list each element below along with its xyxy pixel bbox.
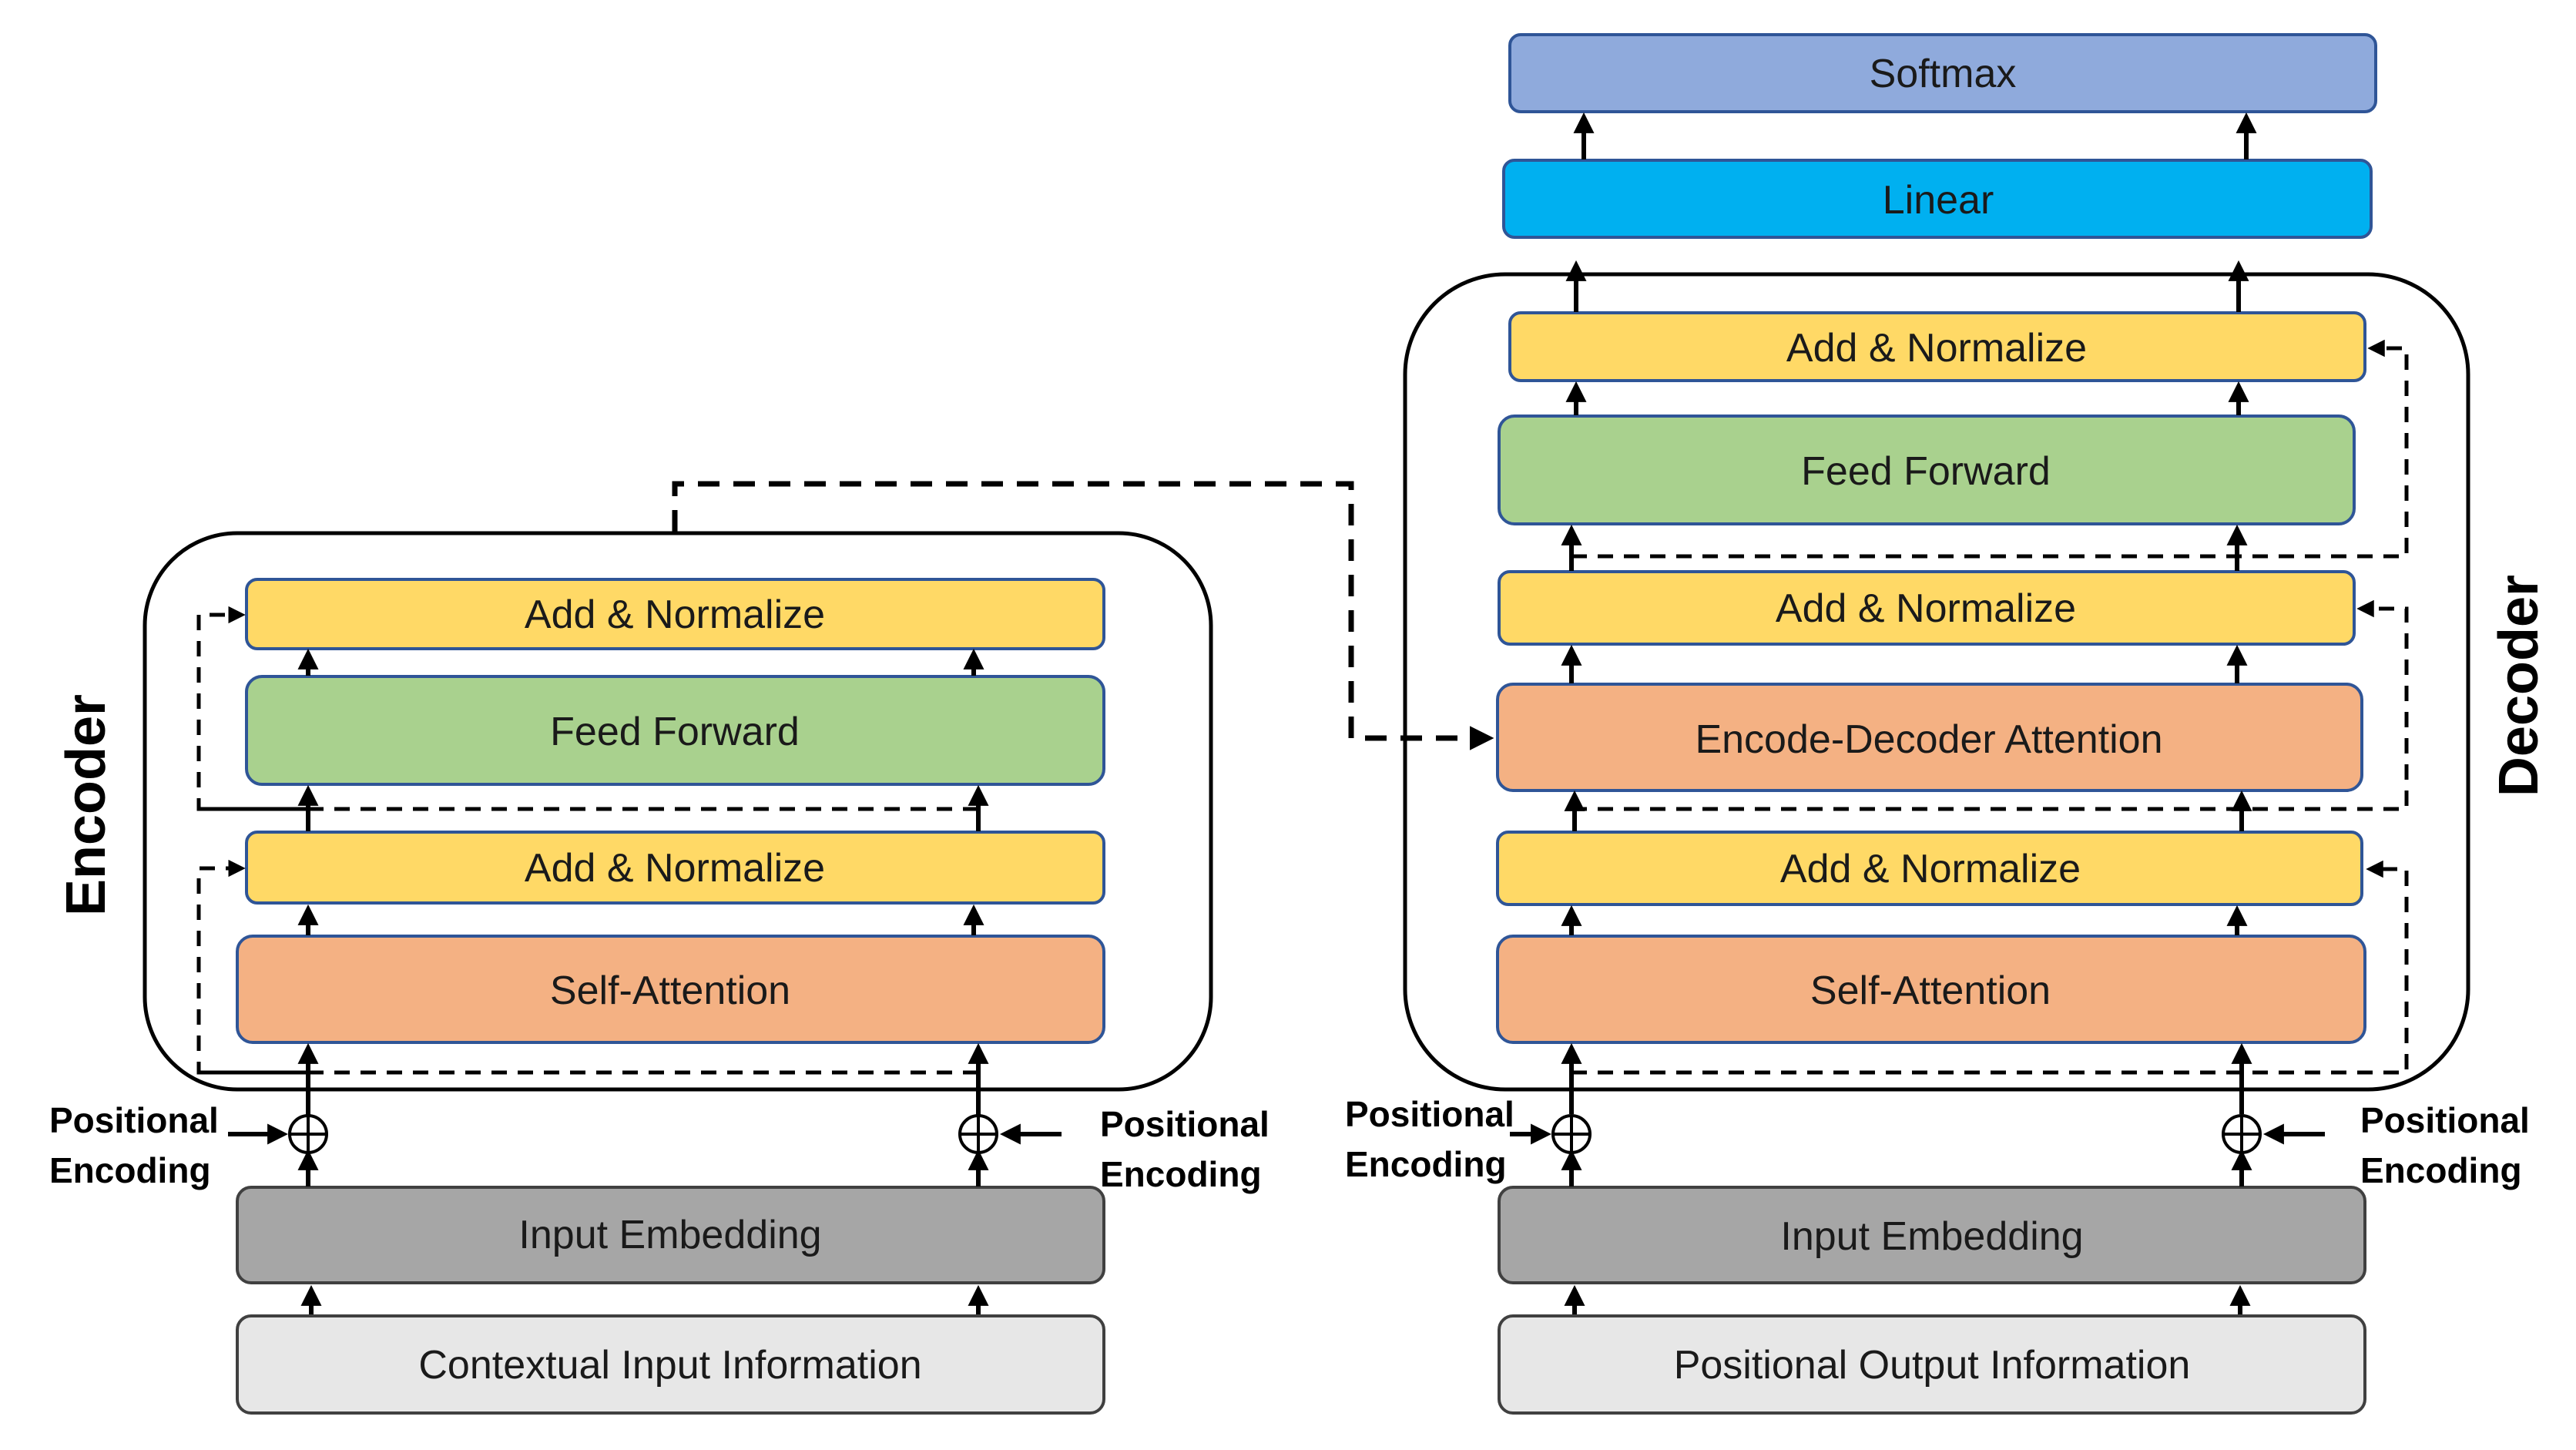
encoder-input-information-label: Contextual Input Information — [418, 1343, 921, 1388]
encoder-feed-forward-label: Feed Forward — [550, 710, 800, 754]
encoder-feed-forward: Feed Forward — [245, 675, 1105, 786]
decoder-positional-encoding-right: Positional Encoding — [2222, 1100, 2530, 1190]
encoder-positional-encoding-left: Positional Encoding — [49, 1100, 328, 1190]
encoder-pe-right-label-1: Positional — [1100, 1104, 1270, 1144]
decoder-linear: Linear — [1502, 159, 2373, 239]
decoder-feed-forward: Feed Forward — [1498, 415, 2356, 525]
encoder-add-normalize-bottom-label: Add & Normalize — [525, 846, 825, 891]
encoder-pe-left-label-1: Positional — [49, 1100, 219, 1140]
decoder-pe-left-label-1: Positional — [1345, 1094, 1514, 1134]
encoder-residual-connections — [196, 606, 978, 1075]
encoder-input-information: Contextual Input Information — [236, 1314, 1105, 1415]
decoder-add-normalize-middle-label: Add & Normalize — [1776, 586, 2076, 631]
decoder-linear-label: Linear — [1883, 178, 1994, 223]
encoder-title: Encoder — [55, 694, 117, 916]
encoder-input-embedding-label: Input Embedding — [518, 1213, 821, 1257]
decoder-self-attention: Self-Attention — [1496, 935, 2366, 1044]
decoder-pe-right-label-2: Encoding — [2360, 1150, 2522, 1190]
decoder-softmax: Softmax — [1508, 33, 2377, 113]
decoder-title: Decoder — [2488, 575, 2550, 797]
encoder-self-attention-label: Self-Attention — [550, 968, 790, 1013]
decoder-add-normalize-middle: Add & Normalize — [1498, 570, 2356, 646]
decoder-encode-decoder-attention: Encode-Decoder Attention — [1496, 683, 2363, 792]
decoder-pe-right-label-1: Positional — [2360, 1100, 2530, 1140]
encoder-self-attention: Self-Attention — [236, 935, 1105, 1044]
decoder-output-information-label: Positional Output Information — [1674, 1343, 2191, 1388]
encoder-input-embedding: Input Embedding — [236, 1186, 1105, 1284]
decoder-add-normalize-top-label: Add & Normalize — [1786, 326, 2087, 371]
decoder-input-embedding-label: Input Embedding — [1780, 1214, 2083, 1259]
encoder-container — [143, 531, 1213, 1092]
decoder-encode-decoder-attention-label: Encode-Decoder Attention — [1695, 717, 2162, 762]
encoder-flow-arrows — [297, 648, 989, 1314]
encoder-pe-left-label-2: Encoding — [49, 1150, 211, 1190]
encoder-to-decoder-connection — [672, 481, 1494, 750]
encoder-add-normalize-bottom: Add & Normalize — [245, 831, 1105, 905]
encoder-pe-right-label-2: Encoding — [1100, 1154, 1262, 1194]
decoder-output-information: Positional Output Information — [1498, 1314, 2366, 1415]
decoder-flow-arrows — [1561, 112, 2257, 1314]
decoder-add-normalize-bottom: Add & Normalize — [1496, 831, 2363, 906]
decoder-add-normalize-bottom-label: Add & Normalize — [1780, 847, 2081, 891]
decoder-self-attention-label: Self-Attention — [1810, 968, 2051, 1013]
decoder-container — [1403, 272, 2470, 1092]
encoder-add-normalize-top: Add & Normalize — [245, 578, 1105, 650]
decoder-input-embedding: Input Embedding — [1498, 1186, 2366, 1284]
decoder-residual-connections — [1571, 339, 2409, 1075]
encoder-positional-encoding-right: Positional Encoding — [958, 1104, 1270, 1194]
decoder-positional-encoding-left: Positional Encoding — [1345, 1094, 1592, 1184]
decoder-add-normalize-top: Add & Normalize — [1508, 311, 2366, 382]
encoder-add-normalize-top-label: Add & Normalize — [525, 592, 825, 637]
decoder-pe-left-label-2: Encoding — [1345, 1144, 1507, 1184]
decoder-softmax-label: Softmax — [1870, 52, 2017, 96]
decoder-feed-forward-label: Feed Forward — [1801, 449, 2051, 494]
